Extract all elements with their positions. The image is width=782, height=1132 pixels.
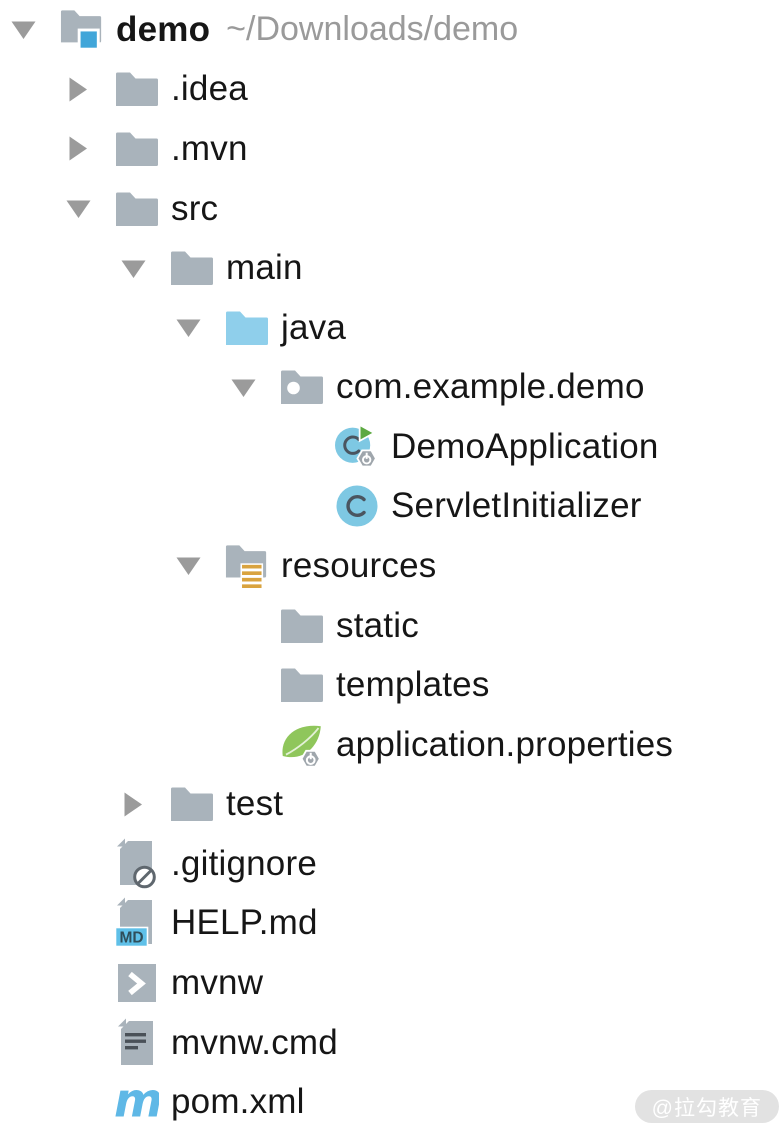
shell-script-file-icon: [115, 956, 159, 1010]
tree-item-resources[interactable]: resources: [0, 536, 782, 596]
tree-item-label: static: [336, 605, 419, 645]
tree-item-servletinitializer[interactable]: ServletInitializer: [0, 477, 782, 537]
expand-arrow-down-icon[interactable]: [8, 19, 38, 40]
expand-arrow-down-icon[interactable]: [173, 555, 203, 576]
tree-item-label: ServletInitializer: [391, 486, 642, 526]
expand-arrow-down-icon[interactable]: [228, 377, 258, 398]
tree-item-label: mvnw.cmd: [171, 1022, 338, 1062]
watermark-badge: @拉勾教育: [634, 1090, 779, 1123]
folder-icon: [115, 182, 159, 236]
tree-item-label: pom.xml: [171, 1082, 305, 1122]
tree-item-label: application.properties: [336, 724, 674, 764]
expand-arrow-down-icon[interactable]: [118, 258, 148, 279]
tree-item-label: test: [226, 784, 284, 824]
folder-icon: [170, 241, 214, 295]
tree-item-demoapplication[interactable]: DemoApplication: [0, 417, 782, 477]
package-folder-icon: [280, 360, 324, 414]
tree-item-label: resources: [281, 545, 437, 585]
resources-folder-icon: [225, 539, 269, 593]
tree-item-label: DemoApplication: [391, 426, 659, 466]
project-path: ~/Downloads/demo: [226, 10, 519, 49]
tree-item-label: main: [226, 248, 303, 288]
svg-text:MD: MD: [119, 930, 143, 947]
tree-item-pom-xml[interactable]: m pom.xml: [0, 1072, 782, 1132]
markdown-file-icon: MD: [115, 896, 159, 950]
tree-item-mvn[interactable]: .mvn: [0, 119, 782, 179]
tree-item-test[interactable]: test: [0, 775, 782, 835]
tree-item-help-md[interactable]: MD HELP.md: [0, 894, 782, 954]
tree-item-label: .mvn: [171, 128, 248, 168]
expand-arrow-down-icon[interactable]: [173, 317, 203, 338]
folder-icon: [115, 122, 159, 176]
tree-item-idea[interactable]: .idea: [0, 60, 782, 120]
folder-icon: [170, 777, 214, 831]
tree-item-main[interactable]: main: [0, 238, 782, 298]
spring-boot-run-class-icon: [335, 420, 379, 474]
expand-arrow-down-icon[interactable]: [63, 198, 93, 219]
tree-item-src[interactable]: src: [0, 179, 782, 239]
spring-config-file-icon: [280, 718, 324, 772]
tree-item-java[interactable]: java: [0, 298, 782, 358]
tree-item-static[interactable]: static: [0, 596, 782, 656]
tree-item-application-properties[interactable]: application.properties: [0, 715, 782, 775]
sources-folder-icon: [225, 301, 269, 355]
watermark-text: @拉勾教育: [651, 1096, 762, 1120]
expand-arrow-right-icon[interactable]: [63, 77, 93, 102]
tree-item-demo[interactable]: demo ~/Downloads/demo: [0, 0, 782, 60]
svg-text:m: m: [115, 1078, 159, 1126]
tree-item-label: HELP.md: [171, 903, 318, 943]
tree-item-label: com.example.demo: [336, 367, 645, 407]
tree-item-templates[interactable]: templates: [0, 655, 782, 715]
text-file-icon: [115, 1016, 159, 1070]
tree-item-mvnw[interactable]: mvnw: [0, 953, 782, 1013]
tree-item-label: .idea: [171, 69, 248, 109]
expand-arrow-right-icon[interactable]: [63, 136, 93, 161]
ignored-file-icon: [115, 837, 159, 891]
folder-icon: [280, 599, 324, 653]
expand-arrow-right-icon[interactable]: [118, 792, 148, 817]
java-class-icon: [335, 479, 379, 533]
project-root-folder-icon: [60, 3, 104, 57]
tree-item-label: java: [281, 307, 347, 347]
folder-icon: [280, 658, 324, 712]
tree-item-label: mvnw: [171, 963, 264, 1003]
tree-item-label: .gitignore: [171, 843, 317, 883]
folder-icon: [115, 62, 159, 116]
tree-item-label: templates: [336, 665, 490, 705]
tree-item-label: src: [171, 188, 219, 228]
tree-item-mvnw-cmd[interactable]: mvnw.cmd: [0, 1013, 782, 1073]
tree-item-com-example-demo[interactable]: com.example.demo: [0, 357, 782, 417]
maven-file-icon: m: [115, 1075, 159, 1129]
tree-item-gitignore[interactable]: .gitignore: [0, 834, 782, 894]
tree-item-label: demo: [116, 9, 211, 49]
